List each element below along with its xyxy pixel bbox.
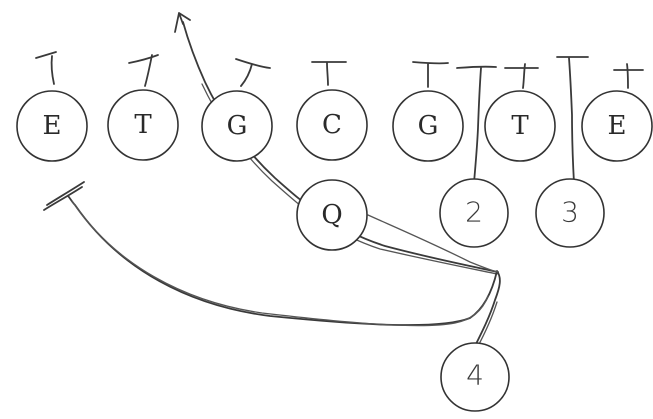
player-e-right: E bbox=[581, 90, 653, 162]
player-t-left: T bbox=[107, 89, 179, 161]
player-back-2: 2 bbox=[439, 178, 509, 248]
player-label: C bbox=[322, 110, 342, 140]
player-label: 4 bbox=[466, 359, 484, 392]
player-label: E bbox=[43, 111, 62, 141]
player-label: 2 bbox=[465, 196, 483, 229]
back-3-route bbox=[568, 57, 575, 184]
player-label: T bbox=[134, 110, 152, 140]
block-marker-left bbox=[43, 181, 85, 211]
player-label: Q bbox=[321, 200, 342, 230]
player-label: G bbox=[418, 111, 439, 141]
back-2-route bbox=[473, 67, 482, 184]
player-label: 3 bbox=[561, 196, 579, 229]
player-back-3: 3 bbox=[535, 178, 605, 248]
player-label: G bbox=[227, 111, 248, 141]
player-t-right: T bbox=[484, 90, 556, 162]
player-c: C bbox=[296, 89, 368, 161]
player-back-4: 4 bbox=[440, 342, 510, 412]
route-arrowhead bbox=[174, 12, 191, 33]
q-motion-line bbox=[367, 214, 499, 273]
back-4-route bbox=[67, 195, 501, 349]
player-q: Q bbox=[296, 179, 368, 251]
player-label: E bbox=[608, 111, 627, 141]
player-g-right: G bbox=[392, 90, 464, 162]
player-label: T bbox=[511, 111, 529, 141]
player-e-left: E bbox=[16, 90, 88, 162]
block-marks bbox=[35, 51, 644, 89]
player-g-left: G bbox=[201, 90, 273, 162]
